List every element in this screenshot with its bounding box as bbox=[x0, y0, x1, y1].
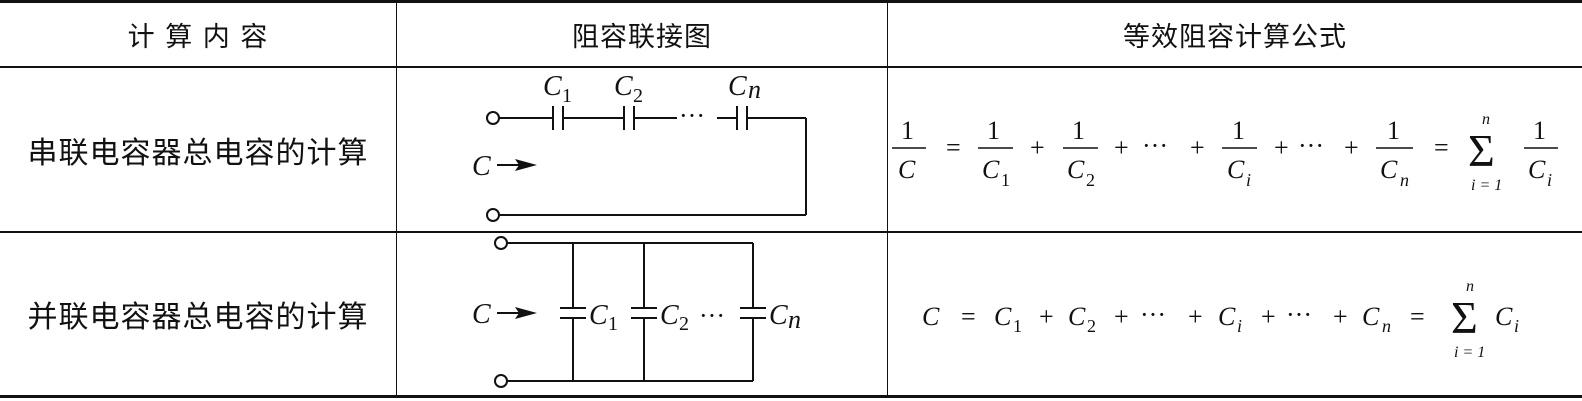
column-divider-2 bbox=[887, 0, 888, 398]
series-dots: ··· bbox=[679, 101, 705, 130]
series-plus-5: + bbox=[1344, 133, 1359, 162]
parallel-arrow-label: C bbox=[472, 299, 491, 330]
series-arrow-label: C bbox=[472, 151, 491, 182]
series-termi-sub: i bbox=[1246, 170, 1251, 190]
row-divider bbox=[0, 231, 1582, 233]
parallel-dots: ··· bbox=[699, 301, 725, 330]
series-lhs-den: C bbox=[898, 155, 916, 184]
parallel-eq-1: = bbox=[961, 302, 976, 331]
series-plus-4: + bbox=[1274, 133, 1289, 162]
series-capacitor-diagram: C ··· C 1 C 2 C n bbox=[472, 71, 807, 222]
parallel-cap-label-2: C bbox=[660, 300, 679, 331]
parallel-sum-upper: n bbox=[1466, 278, 1474, 295]
parallel-lhs: C bbox=[922, 302, 940, 331]
header-divider bbox=[0, 66, 1582, 68]
column-divider-1 bbox=[396, 0, 397, 398]
series-cap-label-2: C bbox=[614, 71, 633, 102]
series-plus-2: + bbox=[1114, 133, 1129, 162]
header-calc-content: 计 算 内 容 bbox=[127, 22, 269, 53]
series-plus-1: + bbox=[1030, 133, 1045, 162]
parallel-cap-label-n: C bbox=[769, 300, 788, 331]
series-cap-sub-1: 1 bbox=[562, 85, 572, 107]
series-sum-lower: i = 1 bbox=[1471, 177, 1502, 194]
series-cap-sub-n: n bbox=[748, 75, 761, 104]
series-cap-sub-2: 2 bbox=[633, 85, 643, 107]
series-sum-sub: i bbox=[1547, 170, 1552, 190]
series-term1-den: C bbox=[982, 155, 1000, 184]
parallel-capacitor-diagram: C C 1 C 2 ··· C n bbox=[472, 236, 801, 388]
parallel-ellipsis-2: ··· bbox=[1286, 300, 1312, 329]
parallel-termn-sub: n bbox=[1382, 316, 1391, 336]
parallel-cap-label-1: C bbox=[589, 300, 608, 331]
parallel-sum-sub: i bbox=[1514, 316, 1519, 336]
series-termi-num: 1 bbox=[1232, 116, 1245, 145]
row-label-parallel: 并联电容器总电容的计算 bbox=[27, 300, 369, 335]
parallel-termn: C bbox=[1362, 302, 1380, 331]
series-eq-2: = bbox=[1434, 133, 1449, 162]
parallel-formula: C = C 1 + C 2 + ··· + C i + ··· + C n = … bbox=[922, 278, 1519, 361]
series-ellipsis-1: ··· bbox=[1142, 131, 1168, 160]
parallel-sum-term: C bbox=[1495, 302, 1513, 331]
series-sum-upper: n bbox=[1482, 111, 1490, 128]
bottom-border bbox=[0, 395, 1582, 398]
parallel-plus-2: + bbox=[1114, 302, 1129, 331]
series-term2-sub: 2 bbox=[1086, 170, 1095, 190]
parallel-eq-2: = bbox=[1410, 302, 1425, 331]
parallel-sum-symbol: Σ bbox=[1451, 292, 1478, 343]
series-plus-3: + bbox=[1190, 133, 1205, 162]
parallel-termi-sub: i bbox=[1237, 316, 1242, 336]
series-termn-den: C bbox=[1380, 155, 1398, 184]
parallel-cap-sub-n: n bbox=[788, 305, 801, 334]
parallel-plus-5: + bbox=[1333, 302, 1348, 331]
series-termn-sub: n bbox=[1400, 170, 1409, 190]
series-sum-symbol: Σ bbox=[1468, 125, 1495, 176]
parallel-cap-sub-2: 2 bbox=[679, 313, 689, 335]
row-label-series: 串联电容器总电容的计算 bbox=[27, 135, 369, 171]
parallel-term2-sub: 2 bbox=[1087, 316, 1096, 336]
parallel-ellipsis-1: ··· bbox=[1140, 300, 1166, 329]
header-formula: 等效阻容计算公式 bbox=[1123, 22, 1347, 53]
series-eq-1: = bbox=[946, 133, 961, 162]
series-sum-den: C bbox=[1528, 155, 1546, 184]
series-term2-den: C bbox=[1067, 155, 1085, 184]
header-connection-diagram: 阻容联接图 bbox=[572, 22, 712, 53]
series-termn-num: 1 bbox=[1387, 116, 1400, 145]
parallel-sum-lower: i = 1 bbox=[1454, 344, 1485, 361]
parallel-termi: C bbox=[1218, 302, 1236, 331]
parallel-term1-sub: 1 bbox=[1013, 316, 1022, 336]
parallel-cap-sub-1: 1 bbox=[608, 313, 618, 335]
series-ellipsis-2: ··· bbox=[1298, 131, 1324, 160]
parallel-term1: C bbox=[994, 302, 1012, 331]
series-term1-num: 1 bbox=[987, 116, 1000, 145]
series-sum-num: 1 bbox=[1533, 116, 1546, 145]
series-lhs-num: 1 bbox=[901, 116, 914, 145]
parallel-plus-3: + bbox=[1188, 302, 1203, 331]
parallel-plus-1: + bbox=[1039, 302, 1054, 331]
series-formula: 1 C = 1 C 1 + 1 C 2 + ··· + 1 C i + ··· … bbox=[892, 111, 1558, 194]
series-cap-label-n: C bbox=[728, 71, 747, 102]
series-termi-den: C bbox=[1227, 155, 1245, 184]
series-term1-sub: 1 bbox=[1001, 170, 1010, 190]
parallel-term2: C bbox=[1068, 302, 1086, 331]
parallel-plus-4: + bbox=[1261, 302, 1276, 331]
series-cap-label-1: C bbox=[543, 71, 562, 102]
series-term2-num: 1 bbox=[1072, 116, 1085, 145]
top-border bbox=[0, 0, 1582, 3]
